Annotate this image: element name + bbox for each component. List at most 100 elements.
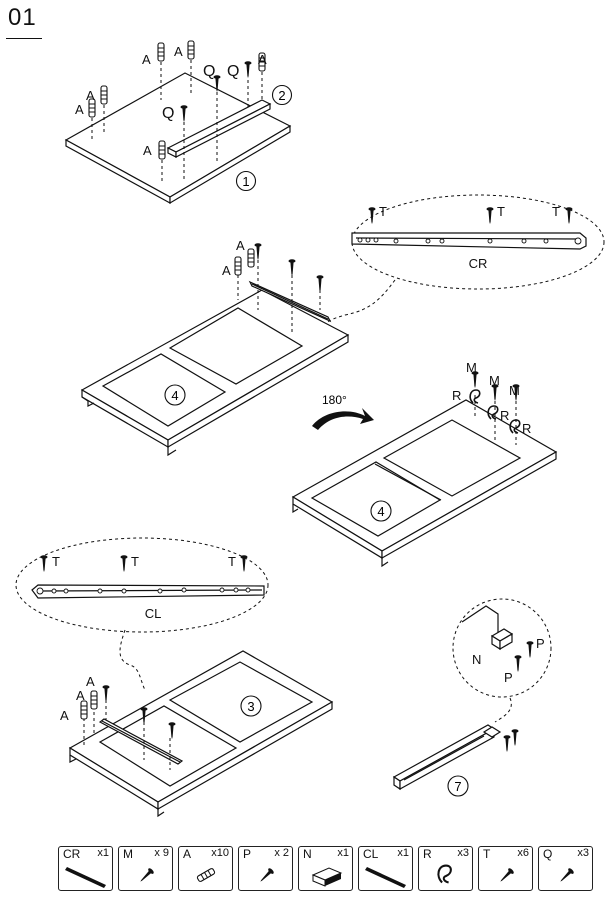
svg-text:4: 4: [377, 504, 384, 519]
part-a: A x10: [178, 846, 233, 891]
parts-list: CR x1 M x 9 A x10 P x 2 N x1 CL x1 R x3 …: [58, 846, 593, 891]
board-panel-1: [64, 72, 292, 205]
label-R: R: [522, 421, 531, 436]
step-number-underline: [6, 38, 42, 39]
part-qty: x3: [457, 847, 469, 859]
part-code: R: [423, 847, 432, 861]
part-qty: x10: [211, 847, 229, 859]
label-Q: Q: [203, 63, 215, 80]
screw-icon: [257, 867, 275, 885]
callout-7: 7: [447, 775, 469, 797]
label-Q: Q: [162, 105, 174, 122]
rotation-arrow: 180°: [312, 393, 374, 430]
label-A: A: [174, 44, 183, 59]
label-A: A: [258, 52, 267, 67]
rail-cr-detail-bubble: [351, 194, 605, 290]
rail-cr: [351, 232, 587, 250]
screw-icon: [497, 867, 515, 885]
part-m: M x 9: [118, 846, 173, 891]
part-code: M: [123, 847, 133, 861]
part-qty: x 2: [274, 847, 289, 859]
cleat-bar-2: [166, 99, 272, 158]
part-p: P x 2: [238, 846, 293, 891]
rail-cl-detail-bubble: [15, 537, 269, 633]
part-t: T x6: [478, 846, 533, 891]
label-A: A: [86, 674, 95, 689]
label-A: A: [86, 88, 95, 103]
part-code: N: [303, 847, 312, 861]
svg-text:180°: 180°: [322, 393, 347, 407]
rail-on-frame-3: [98, 718, 184, 765]
frame-4-top: [80, 289, 350, 457]
label-A: A: [60, 708, 69, 723]
rail-icon: [65, 867, 106, 888]
label-A: A: [142, 52, 151, 67]
label-T: T: [52, 554, 60, 569]
label-N: N: [472, 652, 481, 667]
label-M: M: [466, 360, 477, 375]
clip-icon: [437, 864, 452, 884]
screw-icon: [137, 867, 155, 885]
step-number: 01: [8, 4, 37, 31]
dowel-icon: [196, 867, 216, 883]
part-qty: x1: [397, 847, 409, 859]
part-qty: x1: [97, 847, 109, 859]
frame-4-flipped: [291, 399, 558, 568]
rail-on-frame-4: [248, 280, 332, 323]
callout-2: 2: [271, 84, 293, 106]
block-icon: [311, 867, 343, 887]
label-A: A: [76, 688, 85, 703]
label-R: R: [500, 408, 509, 423]
label-T: T: [552, 204, 560, 219]
bracket-detail-bubble: [452, 598, 552, 698]
part-code: A: [183, 847, 192, 861]
part-qty: x 9: [154, 847, 169, 859]
rail-cl-label: CL: [145, 606, 162, 621]
label-P: P: [536, 636, 545, 651]
screws-T-cr: [368, 207, 573, 224]
part-r: R x3: [418, 846, 473, 891]
label-A: A: [222, 263, 231, 278]
part-code: Q: [543, 847, 553, 861]
callout-4-top: 4: [164, 384, 186, 406]
callout-3: 3: [240, 695, 262, 717]
label-A: A: [75, 102, 84, 117]
part-code: T: [483, 847, 491, 861]
part-cl: CL x1: [358, 846, 413, 891]
svg-text:3: 3: [247, 699, 254, 714]
label-T: T: [379, 204, 387, 219]
rail-cr-label: CR: [469, 256, 488, 271]
rail-cl: [31, 584, 265, 599]
svg-text:1: 1: [242, 174, 249, 189]
runner-7: [392, 724, 502, 791]
part-code: CL: [363, 847, 379, 861]
label-T: T: [131, 554, 139, 569]
svg-text:7: 7: [454, 779, 461, 794]
screw-icon: [557, 867, 575, 885]
svg-text:4: 4: [171, 388, 178, 403]
label-Q: Q: [227, 63, 239, 80]
label-A: A: [236, 238, 245, 253]
label-T: T: [497, 204, 505, 219]
part-qty: x1: [337, 847, 349, 859]
callout-1: 1: [235, 170, 257, 192]
label-M: M: [489, 373, 500, 388]
part-qty: x6: [517, 847, 529, 859]
rail-icon: [365, 867, 406, 888]
part-n: N x1: [298, 846, 353, 891]
part-code: CR: [63, 847, 81, 861]
part-cr: CR x1: [58, 846, 113, 891]
label-A: A: [143, 143, 152, 158]
label-P: P: [504, 670, 513, 685]
label-M: M: [509, 383, 520, 398]
label-R: R: [452, 388, 461, 403]
label-T: T: [228, 554, 236, 569]
frame-3: [68, 650, 334, 818]
svg-text:2: 2: [278, 88, 285, 103]
part-q: Q x3: [538, 846, 593, 891]
callout-4-flipped: 4: [370, 500, 392, 522]
part-code: P: [243, 847, 252, 861]
guide-lines-1: [91, 60, 263, 184]
part-qty: x3: [577, 847, 589, 859]
